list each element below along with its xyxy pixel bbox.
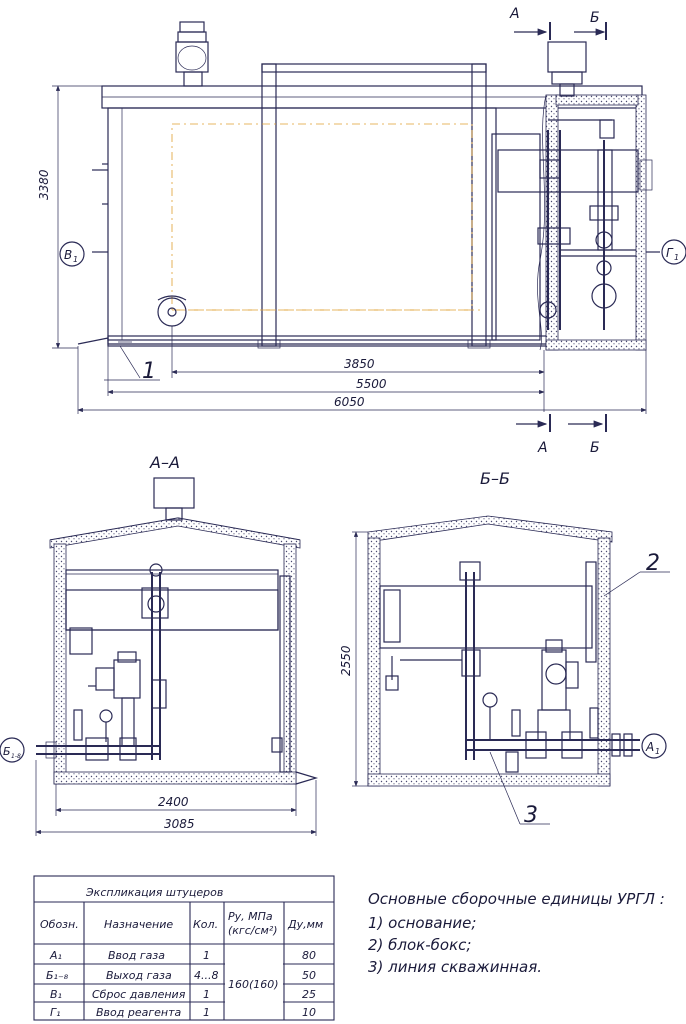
row4-qty: 1 bbox=[203, 1006, 210, 1019]
header-designation: Обозн. bbox=[40, 918, 79, 931]
aa-roof bbox=[49, 517, 301, 549]
centerline-frame bbox=[171, 123, 473, 311]
dim-3850: 3850 bbox=[344, 357, 375, 371]
callout-b18: Б bbox=[3, 745, 11, 758]
aa-regulator bbox=[113, 659, 141, 699]
callout-v1-circle bbox=[59, 241, 85, 267]
row2-qty: 4...8 bbox=[194, 969, 219, 982]
callout-v1-sub: 1 bbox=[73, 255, 78, 264]
callout-g1: Г bbox=[666, 246, 674, 260]
row3-purpose: Сброс давления bbox=[92, 988, 186, 1001]
notes-item-2: 2) блок-бокс; bbox=[368, 936, 471, 954]
right-piping bbox=[491, 119, 653, 341]
row4-purpose: Ввод реагента bbox=[96, 1006, 181, 1019]
blockbox-roof bbox=[555, 94, 639, 106]
section-aa-title: А–А bbox=[149, 453, 180, 472]
pressure-value: 160(160) bbox=[228, 978, 279, 991]
notes-heading: Основные сборочные единицы УРГЛ : bbox=[368, 890, 665, 908]
fittings-table: Экспликация штуцеров Обозн. Назначение К… bbox=[33, 875, 335, 1021]
bb-wall-left bbox=[367, 537, 381, 787]
tank-body bbox=[107, 107, 497, 341]
side-elevation-view: 3380 В 1 Г 1 1 3850 5500 6050 А Б bbox=[37, 6, 686, 456]
row1-qty: 1 bbox=[203, 949, 210, 962]
section-mark-b-bottom: Б bbox=[590, 440, 600, 456]
row3-qty: 1 bbox=[203, 988, 210, 1001]
dim-6050: 6050 bbox=[334, 395, 365, 409]
bb-roof bbox=[367, 515, 613, 543]
blockbox-wall-right bbox=[635, 94, 647, 351]
chimney-right bbox=[547, 41, 587, 97]
section-bb-view: Б–Б bbox=[339, 469, 670, 828]
header-qty: Кол. bbox=[193, 918, 218, 931]
row4-dn: 10 bbox=[302, 1006, 316, 1019]
callout-b18-sub: 1-8 bbox=[11, 753, 21, 760]
bb-cabinet bbox=[379, 585, 593, 649]
row4-designation: Г₁ bbox=[50, 1006, 61, 1019]
aa-chimney bbox=[153, 477, 195, 509]
dim-2550: 2550 bbox=[339, 645, 353, 676]
callout-a1-circle bbox=[641, 733, 667, 759]
position-1-label: 1 bbox=[142, 359, 156, 384]
table-title: Экспликация штуцеров bbox=[85, 886, 223, 899]
row2-dn: 50 bbox=[302, 969, 316, 982]
callout-a1: А bbox=[645, 740, 654, 754]
callout-g1-circle bbox=[661, 239, 686, 265]
header-purpose: Назначение bbox=[104, 918, 173, 931]
assembly-notes: Основные сборочные единицы УРГЛ : 1) осн… bbox=[368, 890, 665, 976]
bb-regulator bbox=[541, 649, 567, 711]
row1-purpose: Ввод газа bbox=[108, 949, 165, 962]
header-pressure-l1: Ру, МПа bbox=[228, 910, 273, 923]
dim-5500: 5500 bbox=[356, 377, 387, 391]
header-pressure-l2: (кгс/см²) bbox=[228, 924, 278, 937]
chimney-left bbox=[175, 21, 209, 87]
notes-item-3: 3) линия скважинная. bbox=[368, 958, 542, 976]
section-aa-view: А–А bbox=[0, 453, 319, 836]
section-mark-b-top: Б bbox=[590, 10, 600, 26]
aa-cabinet bbox=[65, 569, 279, 631]
header-dn: Ду,мм bbox=[287, 918, 323, 931]
section-bb-title: Б–Б bbox=[480, 469, 510, 488]
row1-designation: А₁ bbox=[49, 949, 62, 962]
skid-base bbox=[77, 337, 560, 345]
dim-3085: 3085 bbox=[164, 817, 195, 831]
lifting-frame bbox=[257, 63, 491, 349]
callout-a1-sub: 1 bbox=[655, 747, 660, 756]
row2-purpose: Выход газа bbox=[106, 969, 172, 982]
row3-dn: 25 bbox=[302, 988, 316, 1001]
bb-wall-right bbox=[597, 537, 611, 787]
callout-g1-sub: 1 bbox=[674, 253, 679, 262]
dim-height-main: 3380 bbox=[37, 169, 51, 200]
section-mark-a-bottom: А bbox=[537, 440, 548, 456]
blockbox-floor bbox=[545, 339, 647, 351]
row1-dn: 80 bbox=[302, 949, 316, 962]
notes-item-1: 1) основание; bbox=[368, 914, 476, 932]
position-3-label: 3 bbox=[524, 803, 538, 828]
callout-b18-circle bbox=[0, 737, 25, 763]
row2-designation: Б₁₋₈ bbox=[46, 969, 69, 982]
dim-2400: 2400 bbox=[158, 795, 189, 809]
row3-designation: В₁ bbox=[50, 988, 62, 1001]
aa-floor bbox=[53, 771, 297, 785]
bb-floor bbox=[367, 773, 611, 787]
position-2-label: 2 bbox=[646, 551, 660, 576]
callout-v1: В bbox=[64, 248, 72, 262]
section-mark-a-top: А bbox=[509, 6, 520, 22]
